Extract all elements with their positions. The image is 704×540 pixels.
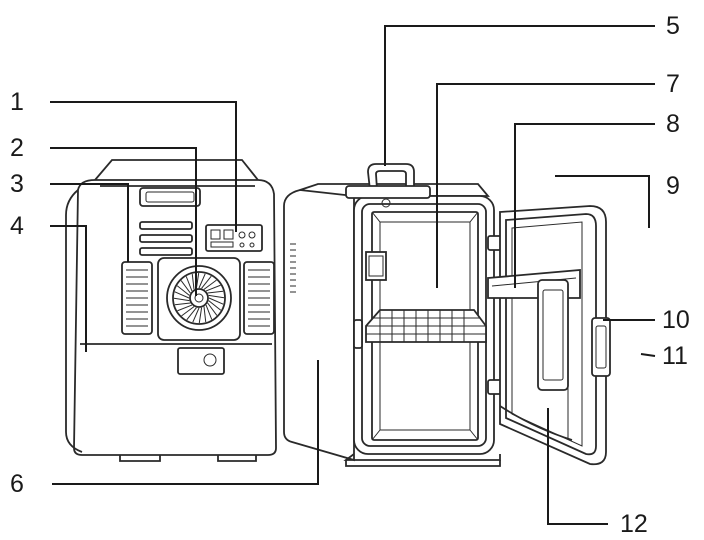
upper-vent-slot-3 xyxy=(139,247,193,256)
callout-10: 10 xyxy=(662,306,690,334)
leader-line-6 xyxy=(52,360,319,485)
fridge-front-open xyxy=(283,163,611,467)
inner-module xyxy=(365,251,387,281)
fridge-door xyxy=(487,205,611,466)
callout-9: 9 xyxy=(666,172,680,200)
callout-7: 7 xyxy=(666,70,680,98)
upper-vent-slot-1 xyxy=(139,221,193,230)
upper-vent-slot-2 xyxy=(139,234,193,243)
carry-handle xyxy=(345,163,431,208)
callout-4: 4 xyxy=(10,212,24,240)
callout-12: 12 xyxy=(620,510,648,538)
callout-6: 6 xyxy=(10,470,24,498)
leader-line-3 xyxy=(50,183,129,262)
callout-11: 11 xyxy=(662,342,688,370)
leader-line-7 xyxy=(436,83,655,288)
leader-line-8 xyxy=(514,123,655,288)
wire-shelf xyxy=(353,309,487,349)
callout-5: 5 xyxy=(666,12,680,40)
cooling-fan xyxy=(166,265,232,331)
leader-line-2 xyxy=(50,147,197,296)
leader-line-4 xyxy=(50,225,87,352)
callout-2: 2 xyxy=(10,134,24,162)
callout-1: 1 xyxy=(10,88,24,116)
callout-8: 8 xyxy=(666,110,680,138)
fridge-rear-view xyxy=(65,159,277,462)
rear-badge xyxy=(177,347,225,375)
leader-line-12 xyxy=(547,408,608,525)
leader-line-9 xyxy=(555,175,650,228)
leader-line-5 xyxy=(384,25,655,166)
callout-3: 3 xyxy=(10,170,24,198)
leader-lines xyxy=(50,25,656,525)
leader-line-1 xyxy=(50,101,237,232)
leader-line-11 xyxy=(640,353,656,357)
callout-labels: 1 2 3 4 5 6 7 8 9 10 11 12 xyxy=(10,12,690,538)
door-latch xyxy=(591,317,611,377)
door-tray xyxy=(537,279,569,391)
